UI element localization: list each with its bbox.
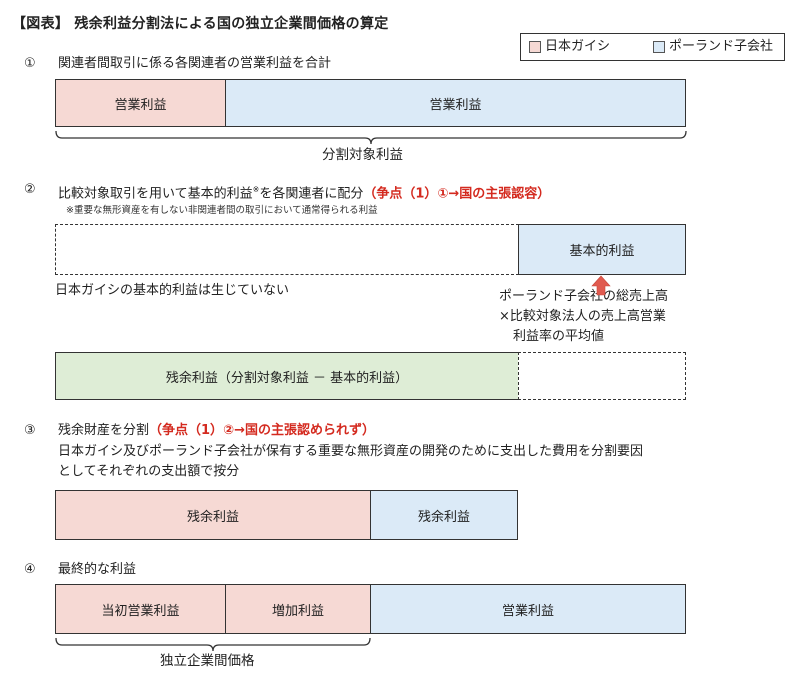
- legend: 日本ガイシ ポーランド子会社: [520, 33, 785, 61]
- step2-subsidiary-empty-box: [518, 352, 686, 400]
- step3-subsidiary-residual-box: 残余利益: [370, 490, 518, 540]
- step1-heading: 関連者間取引に係る各関連者の営業利益を合計: [58, 56, 332, 71]
- step4-brace: [55, 637, 371, 652]
- step2-footnote-mark: ※: [252, 185, 260, 194]
- step3-description-line2: としてそれぞれの支出額で按分: [58, 464, 240, 479]
- step2-issue: （争点（1）①→国の主張認容）: [363, 186, 551, 202]
- legend-swatch-ngk: [529, 41, 541, 53]
- step2-heading: 比較対象取引を用いて基本的利益※を各関連者に配分（争点（1）①→国の主張認容）: [58, 182, 550, 202]
- legend-label-subsidiary: ポーランド子会社: [669, 39, 774, 54]
- step3-description-line1: 日本ガイシ及びポーランド子会社が保有する重要な無形資産の開発のために支出した費用…: [58, 444, 644, 459]
- step1-number: ①: [24, 56, 36, 71]
- step2-formula-line3: 利益率の平均値: [513, 329, 605, 344]
- step3-issue: （争点（1）②→国の主張認められず）: [149, 423, 375, 438]
- step3-heading-text: 残余財産を分割: [58, 423, 150, 438]
- step4-brace-label: 独立企業間価格: [160, 653, 255, 669]
- step2-heading-text: 比較対象取引を用いて基本的利益: [58, 186, 253, 202]
- step1-brace: [55, 130, 687, 145]
- step2-residual-profit-box: 残余利益（分割対象利益 － 基本的利益）: [55, 352, 519, 400]
- step1-subsidiary-operating-profit: 営業利益: [225, 79, 686, 127]
- step2-basic-profit-box: 基本的利益: [518, 224, 686, 275]
- step4-heading: 最終的な利益: [58, 562, 137, 577]
- up-arrow-icon: [591, 275, 611, 296]
- step2-no-basic-profit-note: 日本ガイシの基本的利益は生じていない: [55, 283, 290, 298]
- step4-number: ④: [24, 562, 36, 577]
- step1-ngk-operating-profit: 営業利益: [55, 79, 226, 127]
- step1-brace-label: 分割対象利益: [322, 147, 403, 163]
- step2-ngk-empty-box: [55, 224, 519, 275]
- legend-swatch-subsidiary: [653, 41, 665, 53]
- step2-heading-text-after: を各関連者に配分: [259, 186, 364, 202]
- step4-subsidiary-operating-profit-box: 営業利益: [370, 584, 686, 634]
- step4-increased-profit-box: 増加利益: [225, 584, 371, 634]
- legend-label-ngk: 日本ガイシ: [545, 39, 611, 54]
- figure-title: 【図表】 残余利益分割法による国の独立企業間価格の算定: [12, 16, 389, 32]
- step3-number: ③: [24, 423, 36, 438]
- step4-initial-operating-profit-box: 当初営業利益: [55, 584, 226, 634]
- step3-heading: 残余財産を分割（争点（1）②→国の主張認められず）: [58, 423, 375, 439]
- step2-number: ②: [24, 182, 36, 197]
- step2-formula-line2: ×比較対象法人の売上高営業: [499, 309, 666, 324]
- step2-formula-line1: ポーランド子会社の総売上高: [499, 289, 669, 304]
- step3-ngk-residual-box: 残余利益: [55, 490, 371, 540]
- step2-footnote: ※重要な無形資産を有しない非関連者間の取引において通常得られる利益: [66, 205, 378, 216]
